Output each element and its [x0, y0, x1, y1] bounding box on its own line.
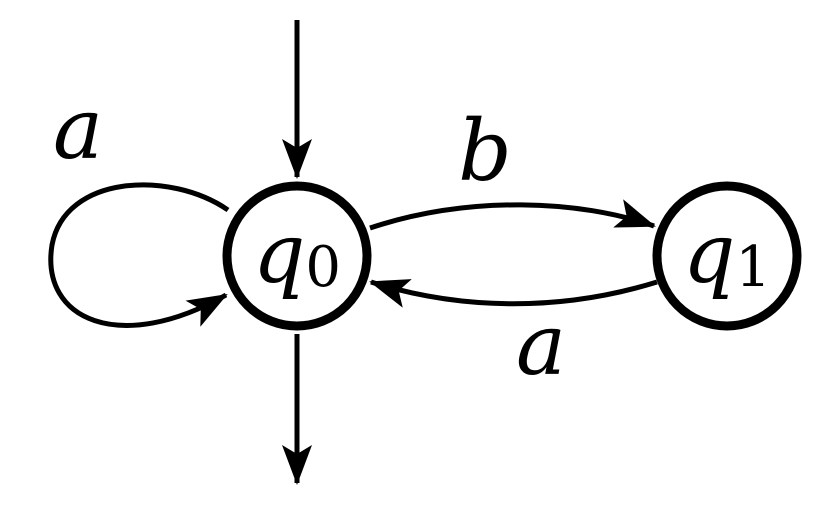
state-q1-label: q1 [683, 207, 771, 302]
state-q0-label: q0 [253, 207, 341, 302]
edge-q1-to-q0 [369, 279, 658, 308]
edge-q0-to-q1 [369, 199, 656, 231]
state-q1-base: q [683, 207, 736, 302]
edge-q1-to-q0-label: a [516, 296, 566, 394]
state-q0: q0 [222, 181, 372, 331]
self-loop-edge [48, 182, 230, 328]
state-q0-subscript: 0 [305, 235, 341, 300]
state-q1: q1 [652, 181, 802, 331]
state-q0-circle [222, 181, 372, 331]
state-q0-base: q [253, 207, 306, 302]
state-q1-circle [652, 181, 802, 331]
edge-q0-to-q1-label: b [458, 102, 512, 200]
state-q1-subscript: 1 [735, 235, 771, 300]
self-loop-label: a [53, 80, 103, 178]
